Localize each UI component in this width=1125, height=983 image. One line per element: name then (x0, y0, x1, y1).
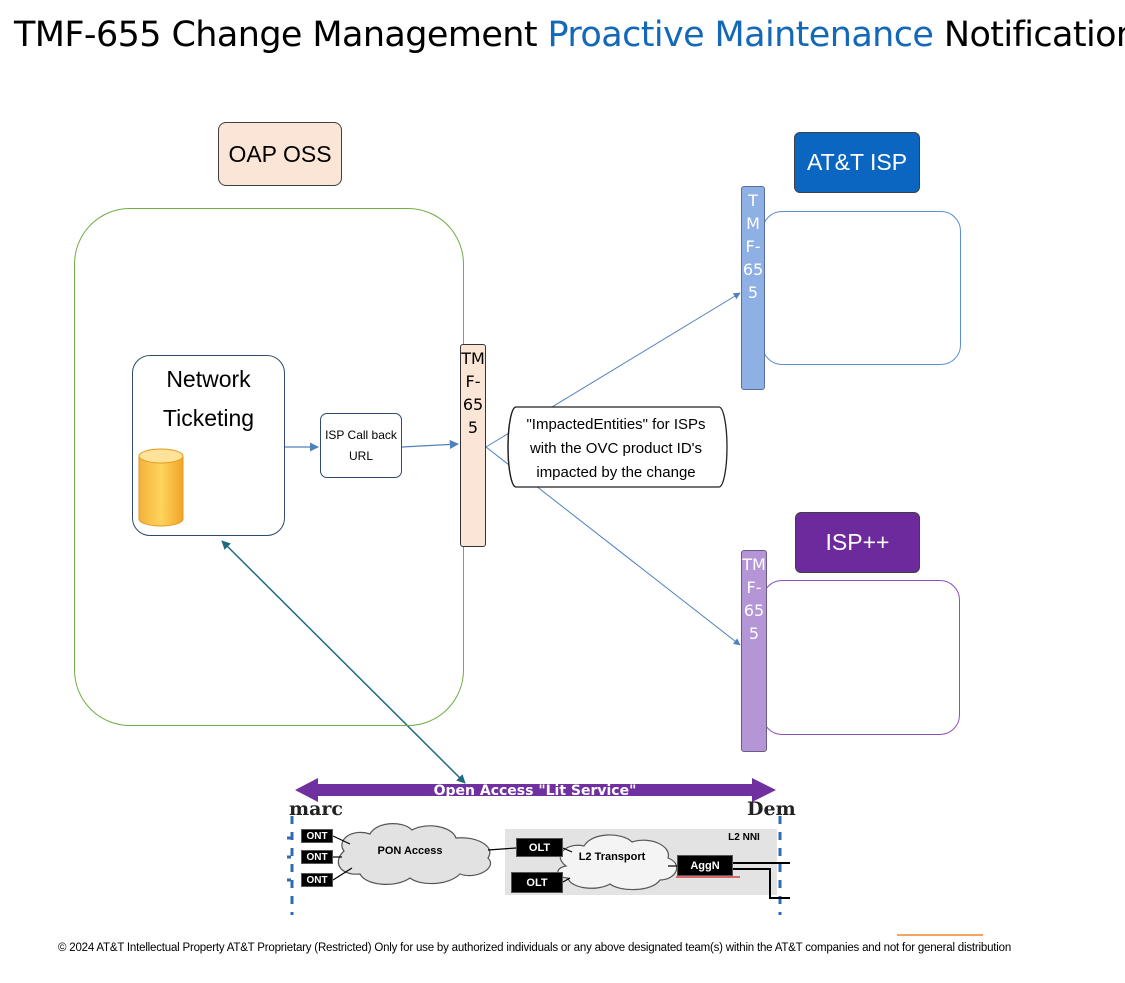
title-prefix: TMF-655 Change Management (14, 15, 538, 55)
olt-device-2: OLT (511, 872, 563, 893)
demarc-left-label: marc (289, 798, 343, 820)
footer-copyright: © 2024 AT&T Intellectual Property (58, 942, 225, 954)
open-access-banner-text: Open Access "Lit Service" (433, 783, 637, 799)
tmf-655-isp-plus-label: TMF-655 (741, 550, 767, 752)
aggn-device: AggN (677, 855, 733, 876)
network-ticketing-box: Network Ticketing (132, 355, 285, 536)
impacted-entities-shape (507, 406, 728, 488)
footer-proprietary: AT&T Proprietary (Restricted) Only for u… (226, 942, 625, 954)
open-access-banner (295, 778, 776, 802)
title-suffix: Notification (943, 15, 1125, 55)
att-isp-label: AT&T ISP (794, 132, 920, 193)
impacted-entities-text: "ImpactedEntities" for ISPs with the OVC… (526, 416, 706, 481)
tmf-655-att-label: TMF-655 (741, 186, 765, 390)
oap-oss-label: OAP OSS (218, 122, 342, 186)
demarc-right-label: Dem (747, 798, 796, 820)
ticketing-label-line2: Ticketing (162, 405, 255, 431)
ont-device-1: ONT (301, 829, 333, 843)
olt-device-1: OLT (516, 838, 563, 857)
callback-to-tmf-arrow (401, 439, 459, 449)
tmf-655-main-label: TMF-655 (460, 344, 486, 547)
l2-transport-cloud (557, 834, 678, 891)
ticketing-label-line1: Network (166, 366, 251, 392)
pon-cloud (337, 823, 491, 885)
l2-transport-label: L2 Transport (578, 851, 646, 863)
footer-disclaimer: © 2024 AT&T Intellectual Property AT&T P… (58, 942, 1118, 954)
page-title: TMF-655 Change Management Proactive Main… (14, 14, 1125, 56)
att-isp-panel (762, 211, 961, 365)
ticketing-to-network-arrow (221, 540, 466, 784)
l2-nni-label: L2 NNI (728, 832, 760, 843)
ont-device-3: ONT (301, 873, 333, 887)
ont-device-2: ONT (301, 850, 333, 864)
isp-callback-url-box: ISP Call back URL (320, 413, 402, 478)
isp-plus-panel (762, 580, 960, 735)
network-illustration (287, 816, 790, 915)
footer-distribution: designated team(s) within the AT&T compa… (627, 942, 1012, 954)
title-highlight: Proactive Maintenance (547, 15, 934, 55)
pon-access-label: PON Access (377, 845, 443, 857)
isp-plus-label: ISP++ (795, 512, 920, 573)
database-icon (138, 448, 184, 527)
